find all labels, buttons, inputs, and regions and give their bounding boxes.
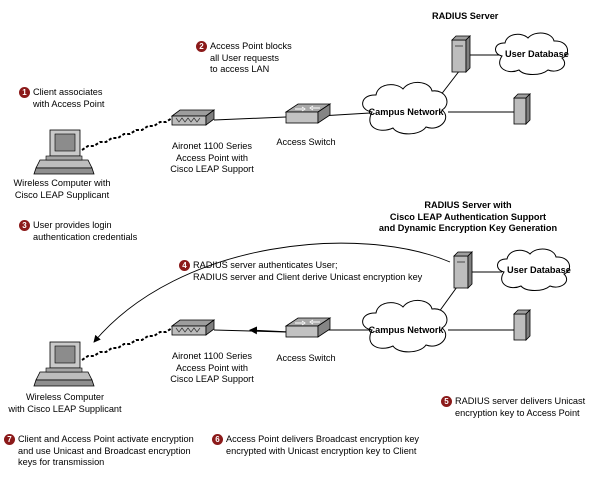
- bottom-access-point-label: Aironet 1100 Series Access Point with Ci…: [157, 351, 267, 386]
- step-2-line-3: to access LAN: [210, 64, 270, 74]
- top-wireless-link: [81, 117, 173, 151]
- top-campus-network-label: Campus Network: [368, 107, 444, 117]
- step-4-line-1: RADIUS server authenticates User;: [193, 260, 338, 270]
- bottom-wireless-computer-icon: [33, 341, 95, 387]
- step-6-line-1: Access Point delivers Broadcast encrypti…: [226, 434, 420, 444]
- top-access-switch-icon: [284, 103, 332, 124]
- step-3-badge: 3: [19, 220, 30, 231]
- step-7-text: Client and Access Point activate encrypt…: [18, 434, 194, 469]
- bottom-access-switch-icon: [284, 317, 332, 338]
- step-1-line-1: Client associates: [33, 87, 103, 97]
- top-wireless-computer-icon: [33, 129, 95, 175]
- step-4-text: RADIUS server authenticates User; RADIUS…: [193, 260, 422, 283]
- step-3-text: User provides login authentication crede…: [33, 220, 137, 243]
- step-3-line-1: User provides login: [33, 220, 112, 230]
- top-ap-line-2: Access Point with: [176, 152, 248, 163]
- step-6-text: Access Point delivers Broadcast encrypti…: [226, 434, 419, 457]
- bottom-radius-line-3: and Dynamic Encryption Key Generation: [378, 223, 558, 233]
- step-4-badge: 4: [179, 260, 190, 271]
- top-campus-cloud: [362, 82, 448, 135]
- bottom-campus-cloud: [362, 300, 448, 353]
- step-1-badge: 1: [19, 87, 30, 98]
- step-2-badge: 2: [196, 41, 207, 52]
- bottom-radius-server-label: RADIUS Server with Cisco LEAP Authentica…: [358, 200, 578, 235]
- bottom-user-database-label: User Database: [507, 265, 571, 275]
- top-link-campus-server: [439, 69, 461, 97]
- bottom-access-switch-label: Access Switch: [276, 353, 336, 363]
- bottom-wireless-link: [81, 327, 173, 361]
- step-1-text: Client associates with Access Point: [33, 87, 105, 110]
- bottom-radius-line-1: RADIUS Server with: [424, 200, 512, 210]
- bottom-client-line-1: Wireless Computer: [25, 392, 105, 402]
- bottom-link-ap-switch: [213, 329, 287, 333]
- top-scenario: [33, 32, 569, 175]
- step-5-line-2: encryption key to Access Point: [455, 407, 580, 418]
- bottom-wireless-computer-label: Wireless Computer with Cisco LEAP Suppli…: [2, 392, 128, 415]
- step-2-line-1: Access Point blocks: [210, 41, 292, 51]
- bottom-radius-line-2: Cisco LEAP Authentication Support: [389, 211, 547, 222]
- bottom-client-line-2: with Cisco LEAP Supplicant: [8, 403, 122, 414]
- step-6-badge: 6: [212, 434, 223, 445]
- step-7-badge: 7: [4, 434, 15, 445]
- bottom-ap-line-2: Access Point with: [176, 362, 248, 373]
- bottom-access-point-icon: [170, 319, 216, 336]
- step-3-line-2: authentication credentials: [33, 231, 138, 242]
- step-7-line-3: keys for transmission: [18, 457, 105, 467]
- step-2-line-2: all User requests: [210, 52, 279, 63]
- step-7-line-2: and use Unicast and Broadcast encryption: [18, 445, 191, 456]
- bottom-radius-server-icon: [453, 251, 473, 289]
- step-4-line-2: RADIUS server and Client derive Unicast …: [193, 271, 423, 282]
- step-7-line-1: Client and Access Point activate encrypt…: [18, 434, 194, 444]
- bottom-campus-network-label: Campus Network: [368, 325, 444, 335]
- top-access-switch-label: Access Switch: [276, 137, 336, 147]
- top-user-database-label: User Database: [505, 49, 569, 59]
- top-client-line-1: Wireless Computer with: [13, 178, 111, 188]
- top-client-line-2: Cisco LEAP Supplicant: [14, 189, 110, 200]
- bottom-curved-arrow: [93, 242, 451, 343]
- top-radius-server-icon: [451, 35, 471, 73]
- bottom-scenario: [33, 242, 571, 387]
- step-5-text: RADIUS server delivers Unicast encryptio…: [455, 396, 585, 419]
- bottom-ap-line-1: Aironet 1100 Series: [171, 351, 252, 361]
- top-link-ap-switch: [213, 116, 287, 121]
- step-6-line-2: encrypted with Unicast encryption key to…: [226, 445, 417, 456]
- bottom-ap-line-3: Cisco LEAP Support: [170, 374, 254, 384]
- step-2-text: Access Point blocks all User requests to…: [210, 41, 292, 76]
- bottom-second-server-icon: [513, 309, 531, 341]
- step-5-line-1: RADIUS server delivers Unicast: [455, 396, 586, 406]
- top-user-database-cloud: [495, 32, 569, 75]
- bottom-user-database-cloud: [497, 248, 571, 291]
- top-access-point-icon: [170, 109, 216, 126]
- step-5-badge: 5: [441, 396, 452, 407]
- top-access-point-label: Aironet 1100 Series Access Point with Ci…: [157, 141, 267, 176]
- top-ap-line-3: Cisco LEAP Support: [170, 164, 254, 174]
- top-ap-line-1: Aironet 1100 Series: [171, 141, 252, 151]
- top-radius-server-label: RADIUS Server: [432, 11, 499, 21]
- top-wireless-computer-label: Wireless Computer with Cisco LEAP Suppli…: [2, 178, 122, 201]
- step-1-line-2: with Access Point: [33, 98, 105, 109]
- top-second-server-icon: [513, 93, 531, 125]
